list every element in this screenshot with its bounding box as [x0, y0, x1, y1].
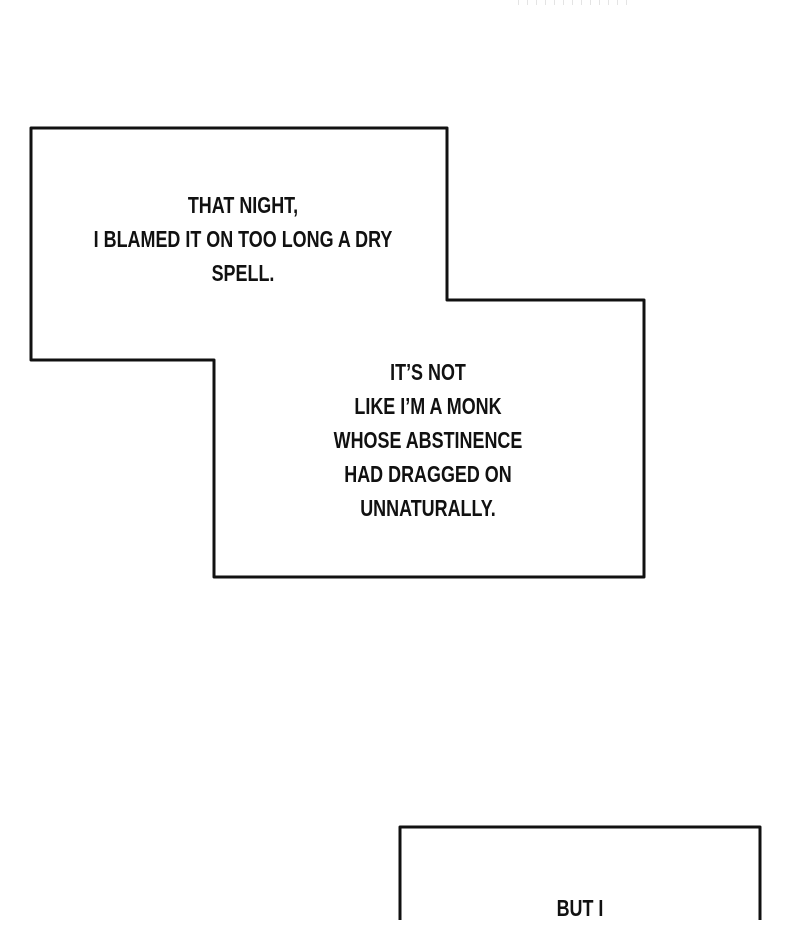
caption-line: LIKE I’M A MONK: [354, 393, 502, 419]
caption-line: I BLAMED IT ON TOO LONG A DRY: [93, 226, 393, 252]
caption-that-night: THAT NIGHT, I BLAMED IT ON TOO LONG A DR…: [43, 188, 443, 290]
caption-line: WHOSE ABSTINENCE: [333, 427, 523, 453]
caption-line: HAD DRAGGED ON: [344, 461, 512, 487]
caption-line: IT’S NOT: [390, 359, 466, 385]
caption-but-i: BUT I: [480, 891, 680, 925]
caption-not-a-monk: IT’S NOT LIKE I’M A MONK WHOSE ABSTINENC…: [278, 355, 578, 525]
caption-box-bottom: [398, 825, 762, 920]
panel-edge-marks: [518, 0, 628, 5]
caption-box-merged: [29, 126, 646, 579]
caption-line: BUT I: [556, 895, 604, 921]
caption-line: THAT NIGHT,: [187, 192, 299, 218]
caption-line: SPELL.: [211, 260, 275, 286]
caption-line: UNNATURALLY.: [360, 495, 496, 521]
